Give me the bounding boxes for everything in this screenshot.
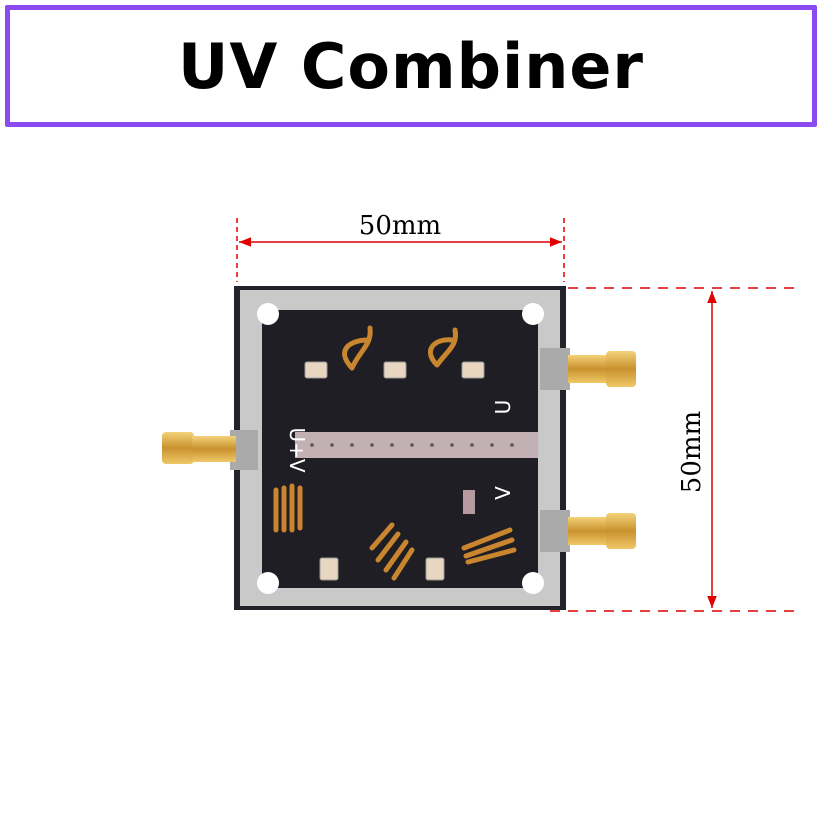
- height-dimension: 50mm: [550, 287, 800, 612]
- pcb-board: U V U+V: [234, 286, 566, 610]
- width-label: 50mm: [359, 211, 441, 241]
- sma-connector-v-output: [540, 510, 636, 552]
- mounting-hole: [522, 572, 544, 594]
- mounting-hole: [257, 572, 279, 594]
- silkscreen-v: V: [491, 486, 515, 500]
- silkscreen-u: U: [491, 400, 515, 415]
- silkscreen-uv: U+V: [285, 427, 309, 472]
- sma-connector-u-output: [540, 348, 636, 390]
- mounting-hole: [522, 303, 544, 325]
- sma-connector-uv-input: [162, 430, 258, 470]
- page-title: UV Combiner: [177, 29, 644, 103]
- height-label: 50mm: [677, 411, 707, 493]
- title-banner: UV Combiner: [5, 5, 817, 127]
- mounting-hole: [257, 303, 279, 325]
- inductor-coils: [273, 325, 517, 581]
- width-dimension: 50mm: [236, 211, 565, 282]
